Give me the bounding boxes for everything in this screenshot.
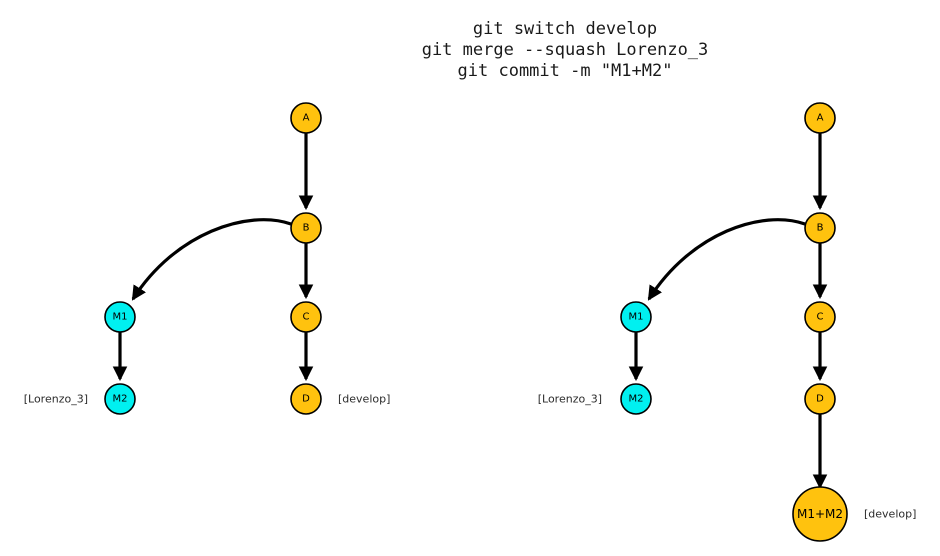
command-title: git switch develop git merge --squash Lo… [422, 19, 709, 81]
node-commit-m1-plus-m2[interactable]: M1+M2 [792, 486, 848, 542]
node-commit-b[interactable]: B [290, 212, 322, 244]
node-commit-m2[interactable]: M2 [104, 383, 136, 415]
commit-circle[interactable] [620, 301, 652, 333]
edges-before [112, 133, 314, 382]
commit-label: M2 [113, 394, 128, 405]
branch-label-lorenzo-3: [Lorenzo_3] [538, 393, 602, 406]
commit-circle[interactable] [804, 102, 836, 134]
commit-label: M2 [629, 394, 644, 405]
edge-b-to-m1 [647, 218, 806, 301]
commit-label: B [817, 223, 824, 234]
edges-after [628, 133, 828, 490]
node-commit-c[interactable]: C [804, 301, 836, 333]
branch-label-develop: [develop] [338, 393, 390, 406]
commit-circle[interactable] [804, 383, 836, 415]
commit-circle[interactable] [290, 102, 322, 134]
commit-circle[interactable] [104, 383, 136, 415]
node-commit-m1[interactable]: M1 [104, 301, 136, 333]
commit-label: M1 [113, 312, 128, 323]
commit-label: A [303, 113, 310, 124]
diagram-before: A B C D M1 M2 [Lorenzo_3] [develop] [24, 102, 390, 415]
commit-circle[interactable] [620, 383, 652, 415]
title-line-1: git switch develop [473, 19, 657, 39]
branch-label-develop: [develop] [864, 508, 916, 521]
title-line-2: git merge --squash Lorenzo_3 [422, 40, 709, 60]
commit-circle[interactable] [792, 486, 848, 542]
node-commit-m2[interactable]: M2 [620, 383, 652, 415]
commit-circle[interactable] [804, 301, 836, 333]
commit-label: M1 [629, 312, 644, 323]
commit-label: C [817, 312, 824, 323]
node-commit-d[interactable]: D [804, 383, 836, 415]
commit-label: B [303, 223, 310, 234]
title-line-3: git commit -m "M1+M2" [458, 61, 673, 81]
commit-label: D [816, 394, 824, 405]
commit-label: D [302, 394, 310, 405]
commit-label: A [817, 113, 824, 124]
node-commit-b[interactable]: B [804, 212, 836, 244]
node-commit-m1[interactable]: M1 [620, 301, 652, 333]
edge-b-to-m1 [131, 218, 292, 301]
branch-label-lorenzo-3: [Lorenzo_3] [24, 393, 88, 406]
commit-circle[interactable] [290, 301, 322, 333]
commit-circle[interactable] [804, 212, 836, 244]
diagram-after: A B C D M1+M2 M1 M2 [Lorenzo_3] [develop… [538, 102, 916, 542]
commit-label: M1+M2 [797, 507, 843, 521]
commit-label: C [303, 312, 310, 323]
node-commit-c[interactable]: C [290, 301, 322, 333]
node-commit-d[interactable]: D [290, 383, 322, 415]
node-commit-a[interactable]: A [804, 102, 836, 134]
commit-circle[interactable] [104, 301, 136, 333]
node-commit-a[interactable]: A [290, 102, 322, 134]
commit-circle[interactable] [290, 212, 322, 244]
commit-circle[interactable] [290, 383, 322, 415]
